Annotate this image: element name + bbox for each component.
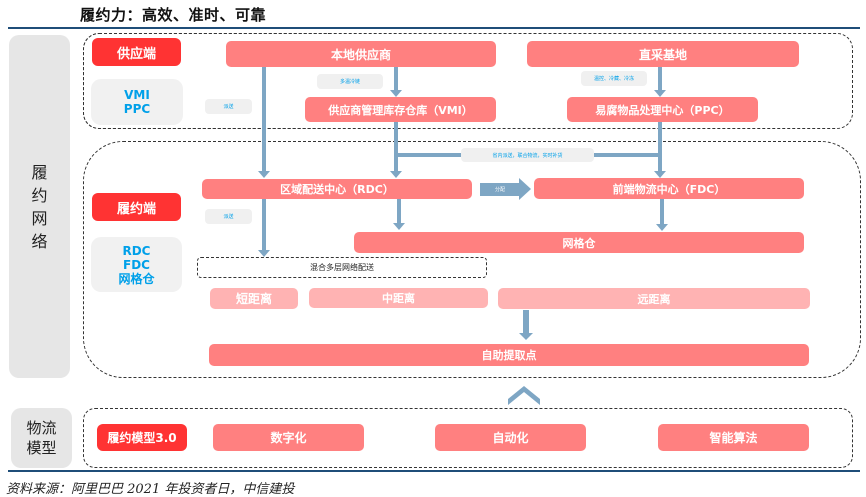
node-ppc: 易腐物品处理中心（PPC）: [567, 97, 758, 122]
fulfillment-type-rdc: RDC: [122, 243, 151, 258]
arrow-ppc-to-fdc-line: [658, 122, 662, 173]
arrow-base-to-ppc-line: [658, 67, 662, 91]
node-vmi: 供应商管理库存仓库（VMI）: [305, 97, 496, 122]
arrow-fdc-to-grid-head: [656, 224, 668, 231]
model-item-automation: 自动化: [435, 424, 586, 451]
supply-types-box: VMI PPC: [91, 79, 183, 125]
supply-type-ppc: PPC: [123, 102, 151, 116]
node-direct-base: 直采基地: [527, 41, 799, 67]
tag-dispatch-supply: 派送: [205, 99, 252, 114]
tag-dispatch-fulfillment: 派送: [205, 209, 252, 224]
side-label-char: 网: [31, 208, 48, 228]
chevron-up-icon: [508, 386, 540, 405]
distance-long: 远距离: [498, 288, 810, 309]
model-version-label: 履约模型3.0: [97, 424, 187, 451]
side-label-char: 络: [31, 231, 48, 251]
side-label-model-text: 物流模型: [26, 419, 57, 457]
arrow-local-to-rdc-line: [262, 67, 266, 173]
side-label-network: 履约网络: [9, 35, 70, 378]
arrow-local-to-rdc-head: [258, 171, 270, 178]
arrow-vmi-to-rdc-line: [394, 122, 398, 173]
supply-region: [83, 33, 853, 129]
node-rdc: 区域配送中心（RDC）: [202, 179, 472, 199]
model-item-algorithm: 智能算法: [658, 424, 809, 451]
arrow-to-pickup-line: [523, 310, 529, 334]
fulfillment-type-fdc: FDC: [123, 257, 150, 272]
arrow-ppc-to-fdc-head: [654, 171, 666, 178]
arrow-base-to-ppc-head: [654, 90, 666, 97]
arrow-rdc-to-mixed-line: [262, 199, 266, 251]
node-fdc: 前端物流中心（FDC）: [534, 178, 804, 199]
arrow-vmi-to-rdc-head: [390, 171, 402, 178]
distance-short: 短距离: [210, 288, 298, 309]
arrow-local-to-vmi-head: [390, 90, 402, 97]
tag-province-delivery: 省内派送，联合物流，实时补货: [461, 148, 594, 162]
supply-type-vmi: VMI: [124, 88, 150, 102]
fulfillment-region: [83, 141, 861, 378]
distance-medium: 中距离: [309, 288, 488, 308]
page-title: 履约力：高效、准时、可靠: [80, 6, 267, 24]
source-note: 资料来源：阿里巴巴 2021 年投资者日，中信建投: [6, 482, 295, 497]
model-region: [83, 408, 853, 468]
fulfillment-end-label: 履约端: [92, 193, 181, 221]
model-item-digital: 数字化: [213, 424, 364, 451]
side-label-network-text: 履约网络: [31, 161, 49, 253]
node-grid-warehouse: 网格仓: [354, 232, 804, 253]
side-label-model: 物流模型: [11, 408, 72, 468]
side-label-char: 履: [31, 162, 48, 182]
node-self-pickup: 自助提取点: [209, 344, 809, 366]
allocate-arrow: 分配: [480, 183, 520, 196]
tag-temp-control: 温控、冷藏、冷冻: [581, 71, 647, 86]
allocate-arrow-label: 分配: [494, 187, 505, 193]
arrow-rdc-to-grid-line: [397, 199, 401, 223]
node-local-supplier: 本地供应商: [226, 41, 496, 67]
arrow-local-to-vmi-line: [394, 67, 398, 91]
side-label-char: 约: [31, 185, 48, 205]
bottom-rule: [8, 470, 860, 472]
allocate-arrow-head: [519, 178, 531, 200]
arrow-rdc-to-grid-head: [393, 223, 405, 230]
fulfillment-type-grid: 网格仓: [118, 271, 155, 286]
tag-multi-temp: 多温冷链: [317, 74, 383, 89]
supply-end-label: 供应端: [92, 38, 181, 66]
fulfillment-types-box: RDC FDC 网格仓: [91, 237, 182, 292]
arrow-rdc-to-mixed-head: [258, 250, 270, 257]
arrow-to-pickup-head: [519, 333, 533, 340]
mixed-network-box: 混合多层网络配送: [197, 257, 487, 278]
arrow-fdc-to-grid-line: [660, 199, 664, 224]
top-rule: [8, 27, 860, 29]
